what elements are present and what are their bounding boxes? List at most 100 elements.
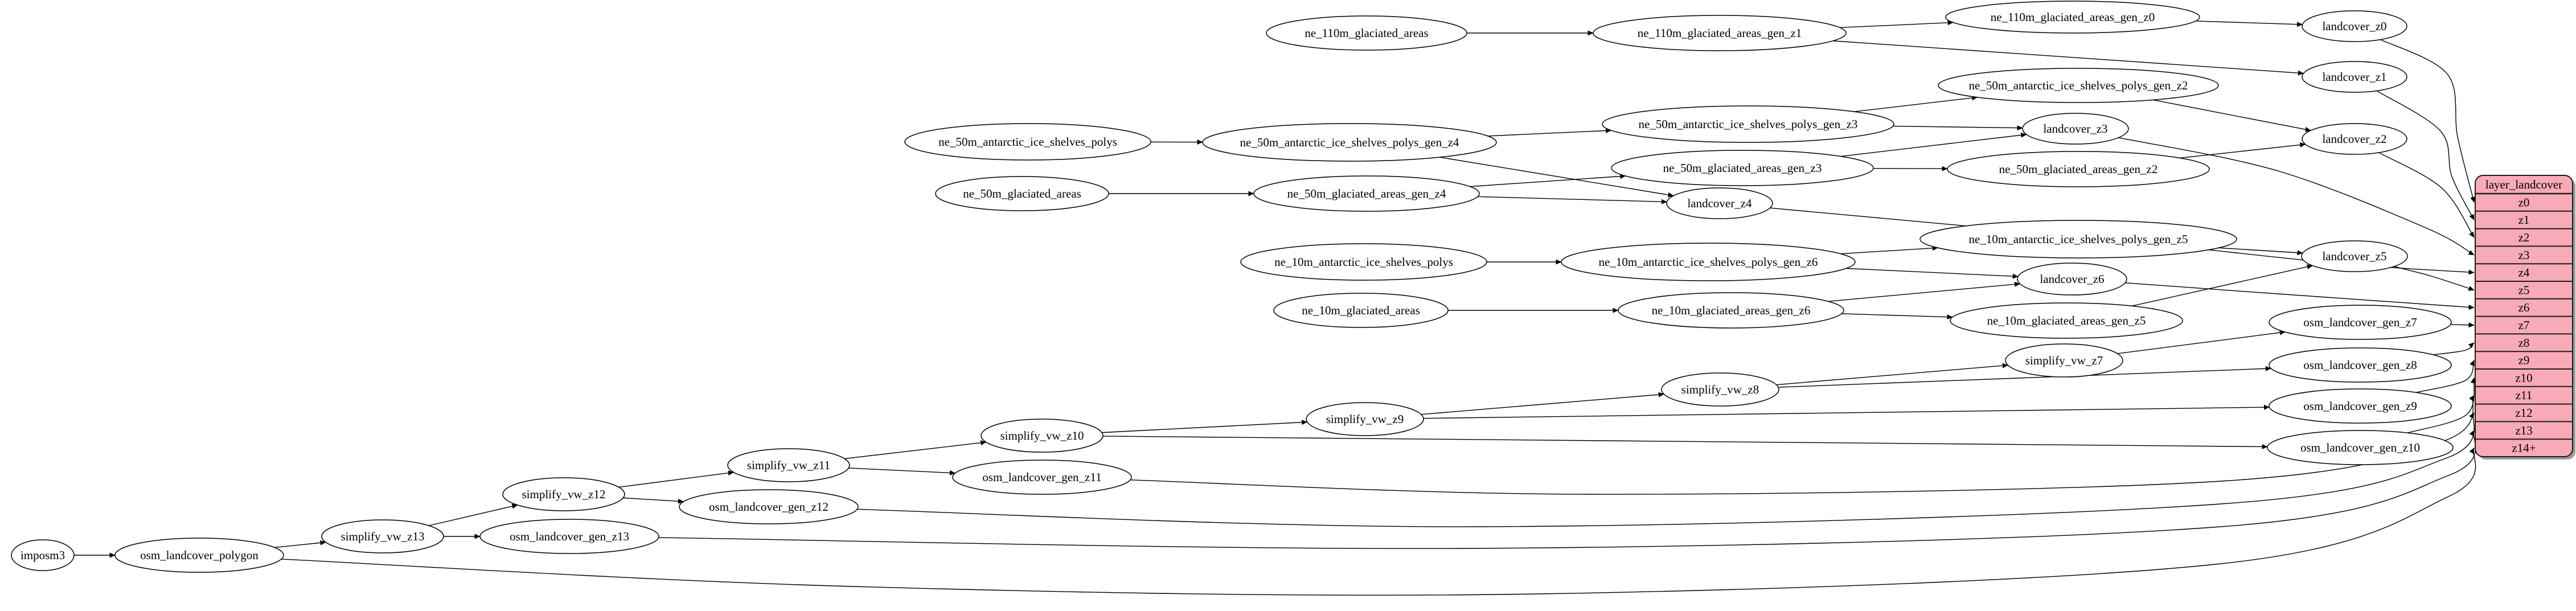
ne_50m_antarctic_ice_shelves_polys_gen_z2-shape bbox=[1938, 68, 2219, 103]
edge-ne_10m_glaciated_areas_gen_z6-to-landcover_z6 bbox=[1828, 281, 2020, 302]
node-landcover_z0: landcover_z0 bbox=[2302, 10, 2407, 42]
simplify_vw_z12-label: simplify_vw_z12 bbox=[522, 487, 606, 501]
simplify_vw_z7-shape bbox=[2005, 343, 2123, 378]
node-ne_50m_antarctic_ice_shelves_polys_gen_z4: ne_50m_antarctic_ice_shelves_polys_gen_z… bbox=[1202, 123, 1497, 162]
ne_10m_glaciated_areas_gen_z5-shape bbox=[1950, 302, 2183, 339]
ne_110m_glaciated_areas-shape bbox=[1266, 15, 1467, 51]
simplify_vw_z10-label: simplify_vw_z10 bbox=[1000, 429, 1084, 442]
table-row-z2: z2 bbox=[2518, 231, 2530, 244]
table-row-z10: z10 bbox=[2515, 371, 2532, 384]
ne_50m_glaciated_areas-shape bbox=[935, 176, 1109, 211]
edge-osm_landcover_gen_z13-to-row-z13 bbox=[658, 430, 2476, 550]
simplify_vw_z11-label: simplify_vw_z11 bbox=[747, 458, 830, 472]
node-ne_110m_glaciated_areas_gen_z0: ne_110m_glaciated_areas_gen_z0 bbox=[1945, 1, 2200, 34]
ne_10m_glaciated_areas_gen_z6-label: ne_10m_glaciated_areas_gen_z6 bbox=[1652, 304, 1811, 317]
edge-ne_50m_glaciated_areas_gen_z4-to-ne_50m_glaciated_areas_gen_z3 bbox=[1470, 174, 1626, 187]
node-simplify_vw_z8: simplify_vw_z8 bbox=[1661, 372, 1779, 407]
ne_10m_glaciated_areas-shape bbox=[1273, 293, 1449, 328]
ne_50m_glaciated_areas_gen_z3-shape bbox=[1611, 150, 1874, 186]
table-row-z1: z1 bbox=[2518, 213, 2530, 227]
ne_110m_glaciated_areas_gen_z0-shape bbox=[1945, 1, 2200, 34]
table-layer_landcover: layer_landcoverz0z1z2z3z4z5z6z7z8z9z10z1… bbox=[2475, 175, 2575, 460]
ne_50m_glaciated_areas-label: ne_50m_glaciated_areas bbox=[963, 187, 1081, 200]
node-ne_110m_glaciated_areas: ne_110m_glaciated_areas bbox=[1266, 15, 1467, 51]
ne_10m_antarctic_ice_shelves_polys-shape bbox=[1240, 243, 1487, 281]
landcover_z5-label: landcover_z5 bbox=[2322, 249, 2386, 263]
node-osm_landcover_gen_z13: osm_landcover_gen_z13 bbox=[479, 519, 659, 554]
edge-simplify_vw_z13-to-simplify_vw_z12 bbox=[429, 503, 518, 526]
landcover_z4-label: landcover_z4 bbox=[1687, 196, 1752, 210]
landcover_z0-shape bbox=[2302, 10, 2407, 42]
edge-ne_10m_glaciated_areas_gen_z5-to-landcover_z5 bbox=[2131, 264, 2313, 307]
ne_10m_antarctic_ice_shelves_polys_gen_z5-label: ne_10m_antarctic_ice_shelves_polys_gen_z… bbox=[1969, 232, 2188, 246]
edge-simplify_vw_z10-to-osm_landcover_gen_z10 bbox=[1102, 436, 2268, 449]
edge-osm_landcover_gen_z9-to-row-z9 bbox=[2415, 360, 2475, 393]
landcover_z3-label: landcover_z3 bbox=[2043, 122, 2107, 136]
node-ne_10m_glaciated_areas_gen_z5: ne_10m_glaciated_areas_gen_z5 bbox=[1950, 302, 2183, 339]
edge-ne_50m_glaciated_areas_gen_z4-to-landcover_z4 bbox=[1478, 196, 1667, 204]
node-ne_10m_antarctic_ice_shelves_polys_gen_z6: ne_10m_antarctic_ice_shelves_polys_gen_z… bbox=[1561, 243, 1856, 281]
osm_landcover_gen_z8-label: osm_landcover_gen_z8 bbox=[2303, 358, 2417, 372]
landcover_z1-shape bbox=[2302, 61, 2407, 93]
table-row-z7: z7 bbox=[2518, 318, 2530, 332]
table-row-z14+: z14+ bbox=[2512, 441, 2536, 455]
edge-osm_landcover_gen_z8-to-row-z8 bbox=[2433, 342, 2475, 355]
simplify_vw_z12-shape bbox=[502, 477, 625, 511]
osm_landcover_polygon-label: osm_landcover_polygon bbox=[140, 548, 259, 562]
edge-ne_50m_glaciated_areas_gen_z2-to-landcover_z2 bbox=[2180, 142, 2306, 159]
edge-landcover_z3-to-row-z3 bbox=[2118, 137, 2475, 256]
node-landcover_z5: landcover_z5 bbox=[2301, 240, 2408, 272]
ne_50m_antarctic_ice_shelves_polys-shape bbox=[904, 123, 1151, 161]
ne_50m_antarctic_ice_shelves_polys_gen_z3-label: ne_50m_antarctic_ice_shelves_polys_gen_z… bbox=[1639, 117, 1858, 131]
edge-ne_110m_glaciated_areas_gen_z1-to-ne_110m_glaciated_areas_gen_z0 bbox=[1840, 20, 1954, 28]
edge-simplify_vw_z7-to-osm_landcover_gen_z7 bbox=[2117, 330, 2286, 354]
edge-osm_landcover_gen_z12-to-row-z12 bbox=[857, 412, 2475, 527]
node-osm_landcover_gen_z10: osm_landcover_gen_z10 bbox=[2267, 430, 2454, 465]
edge-ne_10m_antarctic_ice_shelves_polys_gen_z6-to-ne_10m_antarctic_ice_shelves_polys_gen_z5 bbox=[1840, 245, 1938, 255]
ne_110m_glaciated_areas_gen_z1-label: ne_110m_glaciated_areas_gen_z1 bbox=[1638, 26, 1802, 40]
edge-ne_50m_antarctic_ice_shelves_polys_gen_z2-to-landcover_z2 bbox=[2152, 99, 2311, 132]
edge-simplify_vw_z11-to-simplify_vw_z10 bbox=[844, 440, 987, 460]
node-osm_landcover_gen_z11: osm_landcover_gen_z11 bbox=[952, 460, 1132, 495]
ne_110m_glaciated_areas_gen_z1-shape bbox=[1593, 15, 1847, 51]
edge-simplify_vw_z9-to-simplify_vw_z8 bbox=[1421, 392, 1664, 415]
osm_landcover_gen_z13-label: osm_landcover_gen_z13 bbox=[510, 530, 629, 543]
node-landcover_z2: landcover_z2 bbox=[2302, 123, 2407, 155]
edge-osm_landcover_gen_z10-to-row-z10 bbox=[2407, 377, 2476, 433]
edge-ne_10m_glaciated_areas_gen_z6-to-ne_10m_glaciated_areas_gen_z5 bbox=[1841, 313, 1953, 320]
table-row-z0: z0 bbox=[2518, 195, 2530, 209]
table-title: layer_landcover bbox=[2485, 178, 2562, 191]
table-row-z13: z13 bbox=[2515, 424, 2532, 437]
edge-landcover_z6-to-row-z6 bbox=[2125, 282, 2475, 310]
table-row-z5: z5 bbox=[2518, 283, 2530, 297]
edge-landcover_z5-to-row-z5 bbox=[2394, 266, 2475, 291]
edge-simplify_vw_z10-to-simplify_vw_z9 bbox=[1102, 420, 1308, 433]
ne_10m_glaciated_areas_gen_z5-label: ne_10m_glaciated_areas_gen_z5 bbox=[1987, 314, 2146, 327]
table-row-z11: z11 bbox=[2516, 388, 2533, 402]
osm_landcover_gen_z7-label: osm_landcover_gen_z7 bbox=[2303, 315, 2417, 329]
node-ne_50m_glaciated_areas_gen_z4: ne_50m_glaciated_areas_gen_z4 bbox=[1253, 175, 1480, 212]
table-row-z12: z12 bbox=[2515, 406, 2532, 420]
ne_110m_glaciated_areas_gen_z0-label: ne_110m_glaciated_areas_gen_z0 bbox=[1991, 10, 2155, 24]
osm_landcover_gen_z9-shape bbox=[2269, 388, 2452, 424]
edge-landcover_z0-to-row-z0 bbox=[2380, 39, 2476, 203]
node-simplify_vw_z11: simplify_vw_z11 bbox=[727, 448, 850, 482]
edge-simplify_vw_z8-to-osm_landcover_gen_z8 bbox=[1778, 366, 2271, 388]
node-ne_50m_antarctic_ice_shelves_polys: ne_50m_antarctic_ice_shelves_polys bbox=[904, 123, 1151, 161]
node-ne_10m_glaciated_areas: ne_10m_glaciated_areas bbox=[1273, 293, 1449, 328]
ne_50m_glaciated_areas_gen_z3-label: ne_50m_glaciated_areas_gen_z3 bbox=[1663, 161, 1822, 175]
landcover_z0-label: landcover_z0 bbox=[2322, 19, 2386, 33]
table-row-z4: z4 bbox=[2518, 266, 2530, 280]
ne_50m_antarctic_ice_shelves_polys-label: ne_50m_antarctic_ice_shelves_polys bbox=[938, 135, 1117, 149]
simplify_vw_z7-label: simplify_vw_z7 bbox=[2025, 354, 2103, 367]
node-ne_110m_glaciated_areas_gen_z1: ne_110m_glaciated_areas_gen_z1 bbox=[1593, 15, 1847, 51]
node-simplify_vw_z9: simplify_vw_z9 bbox=[1306, 402, 1424, 436]
node-ne_10m_glaciated_areas_gen_z6: ne_10m_glaciated_areas_gen_z6 bbox=[1618, 292, 1844, 329]
ne_10m_antarctic_ice_shelves_polys_gen_z6-shape bbox=[1561, 243, 1856, 281]
simplify_vw_z8-shape bbox=[1661, 372, 1779, 407]
edge-ne_10m_antarctic_ice_shelves_polys_gen_z5-to-landcover_z5 bbox=[2218, 247, 2303, 256]
node-landcover_z1: landcover_z1 bbox=[2302, 61, 2407, 93]
node-landcover_z6: landcover_z6 bbox=[2017, 263, 2127, 296]
